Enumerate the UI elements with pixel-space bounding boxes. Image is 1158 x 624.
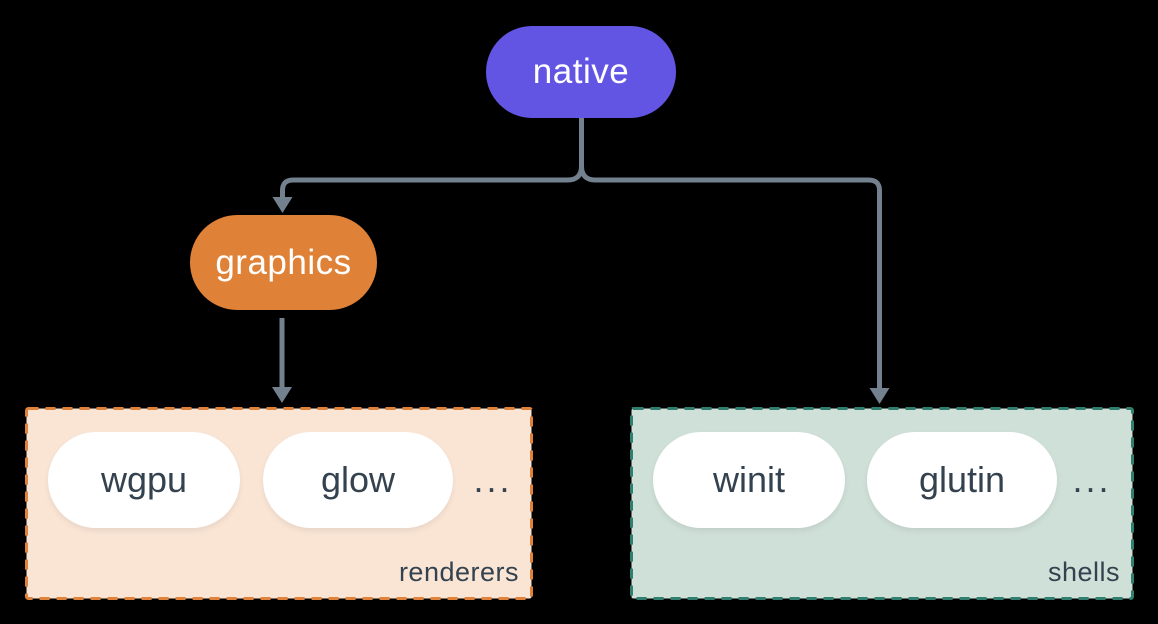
edge-native-graphics	[280, 165, 584, 199]
arrowhead-renderers	[272, 387, 292, 403]
node-native: native	[486, 26, 676, 118]
renderers-group-label: renderers	[398, 557, 519, 587]
group-renderers: wgpu glow ... renderers	[25, 407, 533, 600]
node-wgpu: wgpu	[48, 432, 240, 528]
node-winit: winit	[653, 432, 845, 528]
node-glow: glow	[263, 432, 453, 528]
group-shells: winit glutin ... shells	[630, 407, 1134, 600]
shells-ellipsis: ...	[1072, 459, 1112, 500]
arrowhead-shells	[869, 388, 890, 404]
node-graphics: graphics	[190, 215, 377, 310]
edge-native-shells	[579, 165, 882, 390]
shells-group-label: shells	[1047, 557, 1120, 587]
renderers-ellipsis: ...	[473, 459, 513, 500]
arrowhead-graphics	[272, 197, 293, 213]
node-glutin: glutin	[867, 432, 1057, 528]
